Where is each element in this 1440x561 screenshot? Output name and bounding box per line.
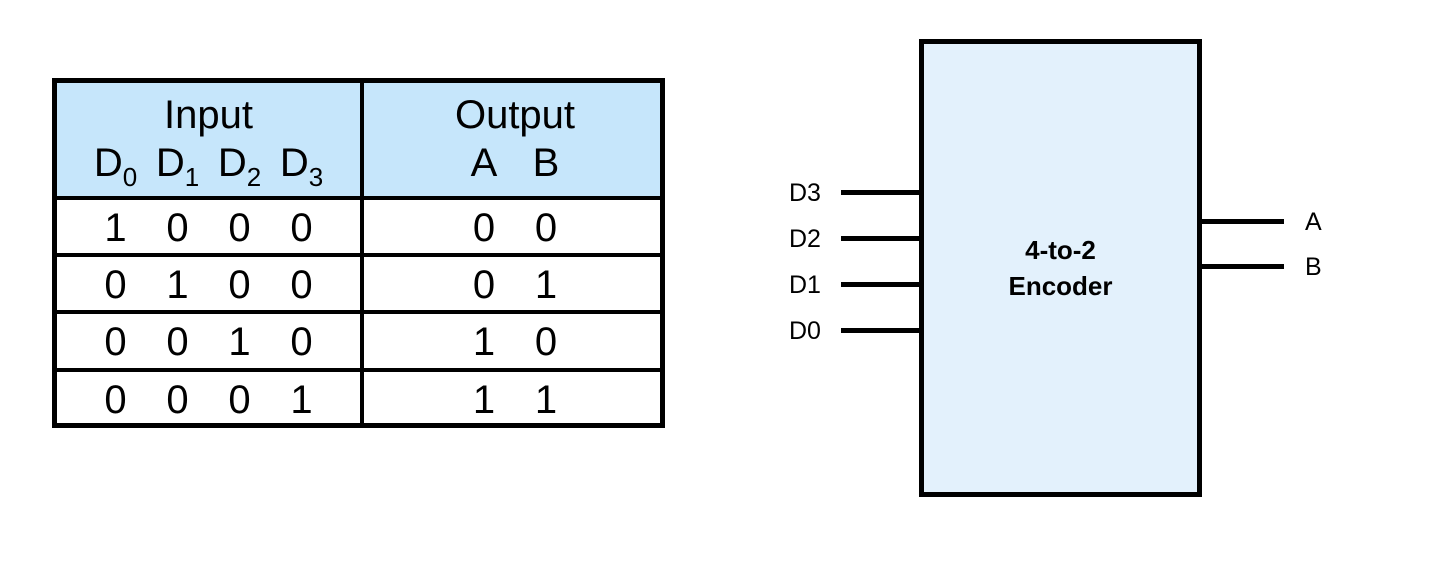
- bit-a: 0: [472, 263, 496, 307]
- header-signal-d1: D1: [155, 141, 200, 192]
- bit-d1: 0: [166, 378, 189, 422]
- encoder-label-line2: Encoder: [1008, 271, 1113, 301]
- bit-d2: 0: [228, 263, 251, 307]
- bit-a: 1: [472, 378, 496, 422]
- header-output-title: Output: [454, 93, 576, 137]
- table-row: 0 0 0 1 1 1: [57, 372, 660, 429]
- input-wire-d1: [841, 282, 924, 287]
- input-wire-d3: [841, 190, 924, 195]
- table-row: 0 0 1 0 1 0: [57, 314, 660, 371]
- truth-table-header-band: [57, 83, 660, 196]
- bit-d1: 0: [166, 320, 189, 364]
- header-input-signals: D0 D1 D2 D3: [57, 139, 360, 201]
- bit-d3: 0: [290, 263, 313, 307]
- row-input-cell: 0 0 0 1: [57, 372, 360, 429]
- input-label-d2: D2: [789, 225, 821, 253]
- bit-d0: 0: [104, 263, 127, 307]
- output-label-b: B: [1305, 253, 1322, 281]
- bit-d0: 1: [104, 206, 127, 250]
- bit-b: 1: [534, 263, 558, 307]
- input-wire-d2: [841, 236, 924, 241]
- bit-a: 1: [472, 320, 496, 364]
- truth-table-grid: Input Output D0 D1 D2 D3 A B 1 0 0 0 0: [57, 83, 660, 423]
- bit-b: 0: [534, 206, 558, 250]
- output-wire-b: [1197, 264, 1284, 269]
- input-label-d1: D1: [789, 271, 821, 299]
- bit-d1: 1: [166, 263, 189, 307]
- input-label-d3: D3: [789, 179, 821, 207]
- bit-b: 0: [534, 320, 558, 364]
- header-input-title: Input: [164, 93, 253, 137]
- bit-d3: 1: [290, 378, 313, 422]
- output-wire-a: [1197, 219, 1284, 224]
- row-output-cell: 0 0: [364, 200, 666, 257]
- row-output-cell: 1 1: [364, 372, 666, 429]
- row-separator-1: [57, 253, 660, 257]
- table-row: 1 0 0 0 0 0: [57, 200, 660, 257]
- bit-d0: 0: [104, 320, 127, 364]
- output-label-a: A: [1305, 208, 1322, 236]
- input-label-d0: D0: [789, 317, 821, 345]
- column-divider: [360, 83, 364, 423]
- bit-a: 0: [472, 206, 496, 250]
- row-input-cell: 1 0 0 0: [57, 200, 360, 257]
- bit-d3: 0: [290, 206, 313, 250]
- bit-d1: 0: [166, 206, 189, 250]
- bit-b: 1: [534, 378, 558, 422]
- header-signal-a: A: [470, 141, 498, 185]
- row-separator-3: [57, 368, 660, 372]
- row-separator-2: [57, 310, 660, 314]
- encoder-block: [919, 39, 1202, 497]
- encoder-block-label: 4-to-2 Encoder: [919, 232, 1202, 304]
- bit-d2: 1: [228, 320, 251, 364]
- header-signal-d2: D2: [217, 141, 262, 192]
- bit-d0: 0: [104, 378, 127, 422]
- row-input-cell: 0 1 0 0: [57, 257, 360, 314]
- header-separator: [57, 196, 660, 200]
- header-signal-b: B: [532, 141, 560, 185]
- table-row: 0 1 0 0 0 1: [57, 257, 660, 314]
- bit-d2: 0: [228, 206, 251, 250]
- row-output-cell: 1 0: [364, 314, 666, 371]
- truth-table: Input Output D0 D1 D2 D3 A B 1 0 0 0 0: [52, 78, 665, 428]
- bit-d2: 0: [228, 378, 251, 422]
- input-wire-d0: [841, 328, 924, 333]
- header-output-signals: A B: [364, 139, 666, 187]
- row-output-cell: 0 1: [364, 257, 666, 314]
- header-signal-d0: D0: [93, 141, 138, 192]
- row-input-cell: 0 0 1 0: [57, 314, 360, 371]
- bit-d3: 0: [290, 320, 313, 364]
- encoder-block-diagram: D3 D2 D1 D0 4-to-2 Encoder A B: [780, 20, 1380, 520]
- encoder-label-line1: 4-to-2: [1025, 235, 1096, 265]
- header-signal-d3: D3: [279, 141, 324, 192]
